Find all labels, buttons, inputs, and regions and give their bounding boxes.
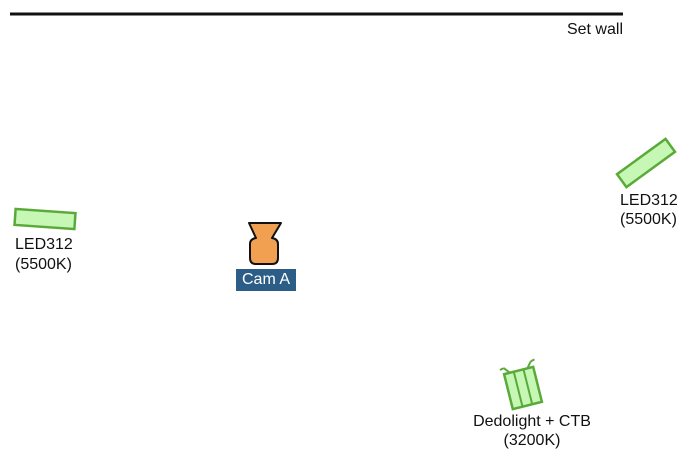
light-left-name: LED312	[15, 236, 73, 253]
light-dedo-name: Dedolight + CTB	[473, 413, 591, 430]
light-right-name: LED312	[620, 192, 678, 209]
light-dedo-temp: (3200K)	[504, 432, 561, 449]
light-right-temp: (5500K)	[620, 211, 677, 228]
camera-label: Cam A	[236, 269, 296, 291]
light-dedolight[interactable]: Dedolight + CTB (3200K)	[473, 358, 591, 449]
light-led312-right[interactable]: LED312 (5500K)	[615, 137, 678, 228]
camera-icon	[248, 222, 282, 265]
light-led312-left[interactable]: LED312 (5500K)	[13, 207, 77, 273]
dedolight-icon	[499, 358, 544, 411]
light-left-temp: (5500K)	[15, 256, 72, 273]
set-wall-label: Set wall	[567, 21, 623, 38]
led-panel-icon	[615, 137, 677, 189]
camera-a[interactable]	[248, 222, 282, 265]
led-panel-icon	[13, 207, 77, 231]
